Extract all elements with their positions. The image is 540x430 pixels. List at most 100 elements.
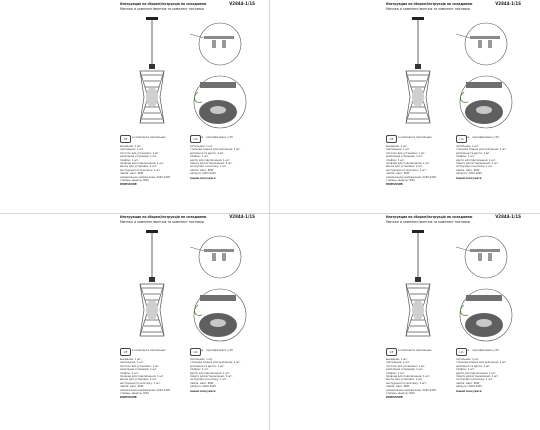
spec-line: напруга: 220V-240V — [190, 172, 217, 176]
spec-line: провода для подключения: 1 шт. — [120, 375, 164, 379]
spec-line: степень защиты: IP20 — [386, 392, 415, 396]
spec-line: лампа: макс. 60W — [190, 381, 214, 385]
certification-row: CE в комплекте светильник UA ★ сертифіко… — [120, 348, 255, 358]
certification-row: CE в комплекте светильник UA ★ сертифіко… — [120, 135, 255, 145]
spec-line: номинальное напряжение: 220V-240V — [120, 175, 171, 179]
left-note: в комплекте светильник — [398, 136, 432, 139]
spec-line: потолок для установки: 1 шт. — [120, 364, 160, 368]
spec-line: світильник: 1 шт. — [190, 145, 214, 148]
spec-line: винты для установки: 2 шт. — [120, 165, 157, 169]
spec-right: світильник: 1 шт.стельова планка для крі… — [456, 358, 520, 393]
spec-line: плафон: 1 шт. — [456, 368, 475, 372]
spec-columns: внимание: 1 шт.светильник: 1 шт.потолок … — [386, 358, 521, 413]
instruction-panel: Инструкция по сборке/Інструкція по склад… — [120, 2, 255, 202]
spec-line: провода для подключения: 1 шт. — [386, 375, 430, 379]
spec-heading: ВНИМАНИЕ: — [120, 183, 138, 187]
spec-line: напруга: 220V-240V — [190, 385, 217, 389]
divider-horizontal — [0, 213, 540, 214]
spec-line: гвинти для встановлення: 2 шт. — [190, 162, 233, 166]
left-note: в комплекте светильник — [398, 349, 432, 352]
title-line-2: Монтаж и комплект/монтаж та комплект пос… — [120, 7, 204, 11]
spec-heading: ВНИМАНИЕ: — [386, 396, 404, 400]
detail-circle-2 — [193, 288, 247, 342]
spec-heading: Інший опис/увага: — [190, 176, 217, 180]
certification-row: CE в комплекте светильник UA ★ сертифіко… — [386, 135, 521, 145]
title-line-1: Инструкция по сборке/Інструкція по склад… — [386, 2, 473, 6]
title-line-1: Инструкция по сборке/Інструкція по склад… — [386, 215, 473, 219]
spec-left: внимание: 1 шт.светильник: 1 шт.потолок … — [120, 358, 184, 400]
spec-line: потолок для установки: 1 шт. — [386, 151, 426, 155]
spec-line: дроти для підключення: 1 шт. — [456, 158, 496, 162]
panel-header: Инструкция по сборке/Інструкція по склад… — [386, 215, 521, 225]
spec-line: дроти для підключення: 1 шт. — [190, 371, 230, 375]
spec-line: лампа: макс. 60W — [386, 385, 410, 389]
certification-row: CE в комплекте светильник UA ★ сертифіко… — [386, 348, 521, 358]
title-line-2: Монтаж и комплект/монтаж та комплект пос… — [386, 220, 470, 224]
detail-circle-1 — [464, 22, 508, 66]
spec-line: светильник: 1 шт. — [120, 361, 144, 365]
right-note: сертифіковано у ЄС — [206, 349, 234, 352]
spec-line: світильник: 1 шт. — [456, 358, 480, 361]
spec-line: потолок для установки: 1 шт. — [120, 151, 160, 155]
spec-line: інструкція з монтажу: 1 шт. — [190, 378, 227, 382]
spec-line: гвинти для встановлення: 2 шт. — [190, 375, 233, 379]
spec-line: дроти для підключення: 1 шт. — [190, 158, 230, 162]
right-note: сертифіковано у ЄС — [472, 136, 500, 139]
spec-line: кріплення та дроти: 1 шт. — [456, 364, 491, 368]
spec-heading: Інший опис/увага: — [190, 389, 217, 393]
model-code: V2844-1/1S — [495, 1, 521, 6]
spec-line: світильник: 1 шт. — [456, 145, 480, 148]
spec-line: стельова планка для кріплення: 1 шт. — [190, 148, 241, 152]
spec-line: номинальное напряжение: 220V-240V — [120, 388, 171, 392]
right-note: сертифіковано у ЄС — [206, 136, 234, 139]
detail-circle-1 — [198, 22, 242, 66]
spec-columns: внимание: 1 шт.светильник: 1 шт.потолок … — [386, 145, 521, 200]
spec-line: светильник: 1 шт. — [386, 148, 410, 152]
instruction-panel: Инструкция по сборке/Інструкція по склад… — [386, 215, 521, 415]
spec-line: стельова планка для кріплення: 1 шт. — [190, 361, 241, 365]
ceiling-plate-icon — [194, 295, 237, 337]
star-icon: ★ — [201, 136, 204, 139]
spec-line: провода для подключения: 1 шт. — [386, 162, 430, 166]
ceiling-plate-icon — [460, 295, 503, 337]
star-icon: ★ — [467, 349, 470, 352]
spec-line: плафон: 1 шт. — [120, 158, 139, 162]
ceiling-bracket-icon — [470, 249, 500, 261]
spec-heading: Інший опис/увага: — [456, 176, 483, 180]
spec-line: інструкція з монтажу: 1 шт. — [456, 165, 493, 169]
pendant-lamp-icon — [139, 230, 165, 337]
spec-line: кріплення та дроти: 1 шт. — [190, 364, 225, 368]
spec-line: винты для установки: 2 шт. — [386, 165, 423, 169]
spec-heading: ВНИМАНИЕ: — [386, 183, 404, 187]
spec-line: лампа: макс. 60W — [386, 172, 410, 176]
ce-mark-icon: CE — [386, 135, 397, 143]
spec-line: кріплення та дроти: 1 шт. — [456, 151, 491, 155]
detail-circle-2 — [459, 288, 513, 342]
spec-line: інструкція з монтажу: 1 шт. — [456, 378, 493, 382]
star-icon: ★ — [467, 136, 470, 139]
instruction-panel: Инструкция по сборке/Інструкція по склад… — [386, 2, 521, 202]
spec-columns: внимание: 1 шт.светильник: 1 шт.потолок … — [120, 358, 255, 413]
spec-line: напруга: 220V-240V — [456, 385, 483, 389]
spec-line: лампа: макс. 60W — [120, 385, 144, 389]
spec-line: светильник: 1 шт. — [120, 148, 144, 152]
pendant-lamp-icon — [405, 17, 431, 124]
spec-line: лампа: макс. 60W — [456, 168, 480, 172]
ceiling-bracket-icon — [470, 36, 500, 48]
assembly-details — [189, 22, 247, 129]
spec-line: крепление и провода: 1 шт. — [120, 155, 157, 159]
assembly-details — [189, 235, 247, 342]
spec-line: гвинти для встановлення: 2 шт. — [456, 162, 499, 166]
spec-line: плафон: 1 шт. — [190, 368, 209, 372]
spec-line: внимание: 1 шт. — [120, 145, 142, 148]
spec-line: инструкция по монтажу: 1 шт. — [386, 168, 427, 172]
left-note: в комплекте светильник — [132, 136, 166, 139]
ukr-mark-icon: UA — [456, 348, 467, 356]
spec-line: номинальное напряжение: 220V-240V — [386, 388, 437, 392]
spec-right: світильник: 1 шт.стельова планка для крі… — [456, 145, 520, 180]
spec-line: гвинти для встановлення: 2 шт. — [456, 375, 499, 379]
spec-line: инструкция по монтажу: 1 шт. — [120, 168, 161, 172]
spec-line: степень защиты: IP20 — [386, 179, 415, 183]
spec-heading: ВНИМАНИЕ: — [120, 396, 138, 400]
